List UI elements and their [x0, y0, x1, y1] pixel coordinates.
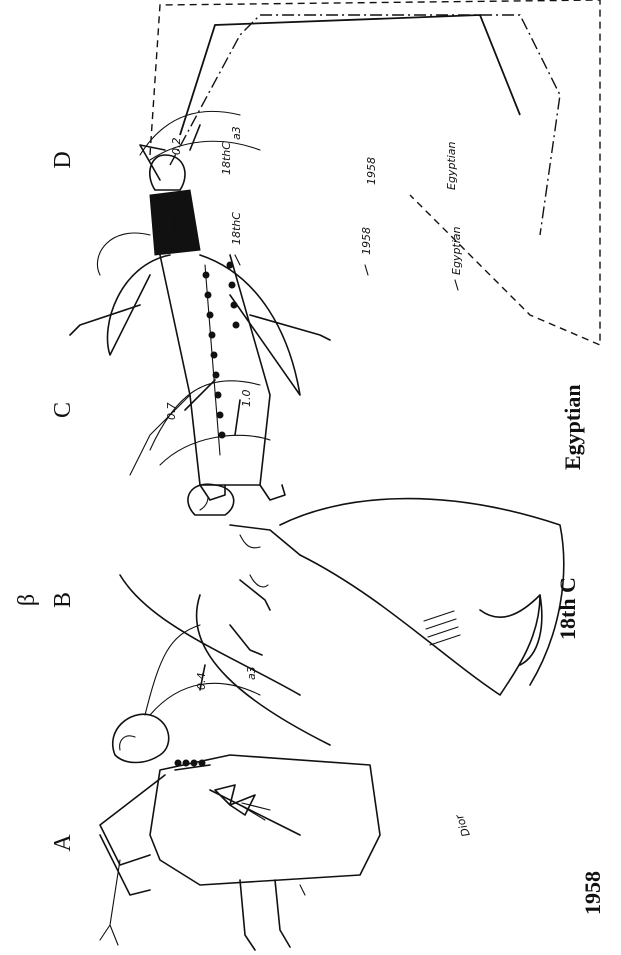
caption-egyptian: Egyptian [560, 384, 585, 470]
pattern-outline-18thc [170, 15, 560, 235]
letter-c: C [50, 402, 76, 418]
label-1958-upper: 1958 [365, 157, 378, 185]
figure-b-18th-century-gown: 0.7 1.0 [120, 380, 564, 745]
note-c-right: a3 [230, 126, 243, 140]
letter-beta: β [14, 594, 40, 606]
label-egyptian-upper: Egyptian [445, 141, 458, 190]
letter-d: D [50, 151, 76, 168]
label-18thc-upper: 18thC [220, 142, 233, 175]
rotated-figure-group: A B β C D 1958 18th C Egyptian [14, 0, 605, 950]
label-egyptian: Egyptian [450, 226, 463, 275]
label-18thc: 18thC [230, 212, 243, 245]
letter-b: B [50, 592, 76, 608]
note-c-left: 0.2 [170, 138, 183, 156]
note-a-left: 0.4 [195, 673, 208, 691]
diagram-d-pattern-comparison: 18thC 1958 Egyptian Egyptian 18thC 1958 [150, 0, 600, 345]
pattern-outline-1958 [180, 15, 520, 135]
figure-a-1958-dress: Dior 0.4 a3 [100, 625, 473, 950]
label-1958: 1958 [360, 227, 373, 255]
caption-1958: 1958 [580, 871, 605, 915]
signature-dior: Dior [452, 811, 473, 838]
note-b-right: 1.0 [240, 390, 253, 408]
letter-a: A [50, 834, 76, 852]
